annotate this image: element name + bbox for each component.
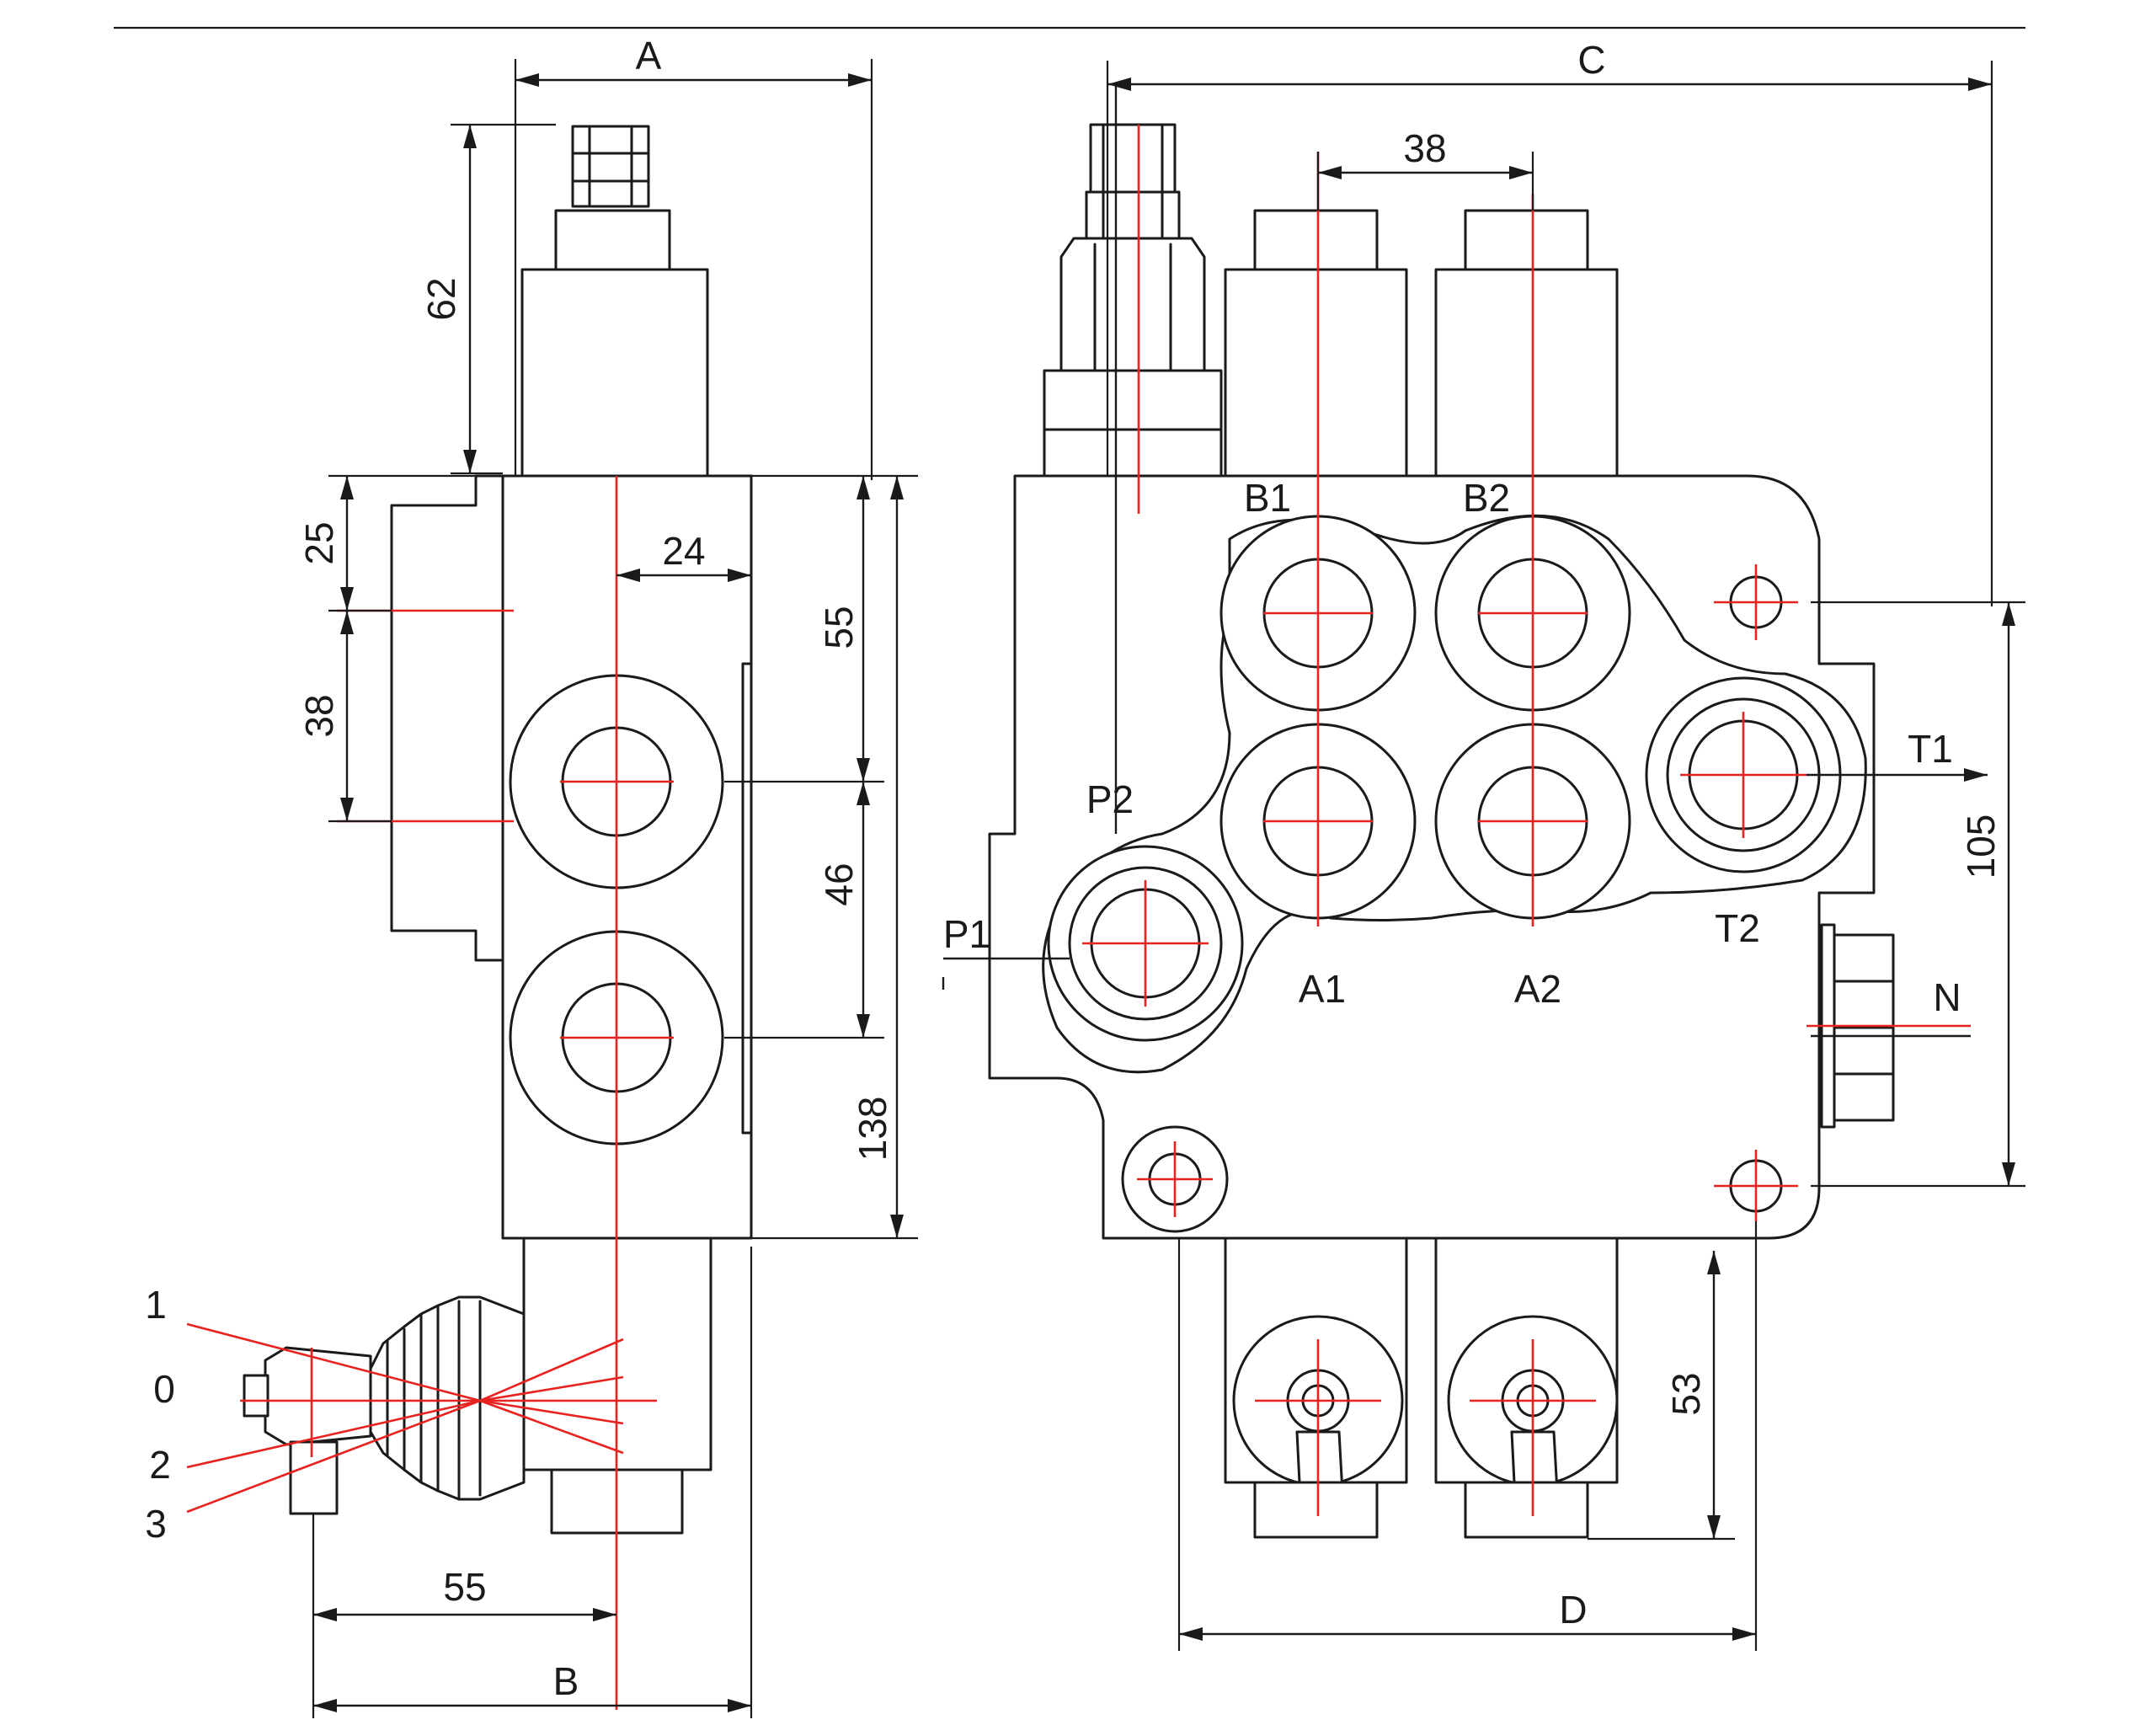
side-dimensions xyxy=(312,59,918,1718)
dim-62-label: 62 xyxy=(419,277,463,320)
dim-D-label: D xyxy=(1559,1588,1587,1632)
lever-boot xyxy=(243,1295,526,1515)
dim-B-label: B xyxy=(553,1659,579,1703)
port-B2-label: B2 xyxy=(1463,476,1510,520)
dim-53-label: 53 xyxy=(1664,1372,1708,1415)
port-N-plug xyxy=(1820,923,1895,1129)
dim-55-bottom-label: 55 xyxy=(443,1565,486,1609)
front-view xyxy=(988,123,1895,1539)
dim-138-label: 138 xyxy=(851,1097,894,1162)
port-P2-label: P2 xyxy=(1086,777,1134,821)
port-A2-label: A2 xyxy=(1514,967,1561,1011)
lever-position-0: 0 xyxy=(153,1367,175,1411)
front-labels: C 38 105 53 D B1 B2 A1 A2 P1 P2 T1 T2 N xyxy=(943,38,2003,1632)
dim-C-label: C xyxy=(1577,38,1605,82)
dim-46-label: 46 xyxy=(817,862,861,905)
side-left-plate xyxy=(390,474,504,962)
lever-position-1: 1 xyxy=(145,1283,167,1327)
front-relief-valve xyxy=(1043,123,1223,478)
port-P1-label: P1 xyxy=(943,912,990,956)
dim-38-side-label: 38 xyxy=(297,694,341,737)
port-T2-label: T2 xyxy=(1715,906,1760,950)
dim-55-side-label: 55 xyxy=(817,606,861,649)
dim-24-label: 24 xyxy=(662,529,705,573)
port-N-label: N xyxy=(1933,975,1961,1019)
dim-25-label: 25 xyxy=(297,521,341,564)
front-dimensions xyxy=(942,61,2025,1651)
front-cap-B2 xyxy=(1434,209,1619,478)
lever-position-2: 2 xyxy=(149,1443,171,1487)
front-centerlines xyxy=(1082,125,1971,1516)
dim-A-label: A xyxy=(636,34,662,77)
dim-38-top-label: 38 xyxy=(1403,126,1446,170)
side-relief-valve xyxy=(520,125,709,478)
lever-position-3: 3 xyxy=(145,1502,167,1546)
port-B1-label: B1 xyxy=(1244,476,1291,520)
front-cap-B1 xyxy=(1224,209,1408,478)
port-T1-label: T1 xyxy=(1908,727,1953,771)
port-A1-label: A1 xyxy=(1299,967,1346,1011)
side-view xyxy=(243,125,753,1535)
front-body xyxy=(988,474,1876,1240)
front-spool-cap-1 xyxy=(1224,1236,1408,1539)
dim-105-label: 105 xyxy=(1959,814,2003,879)
side-labels: A 62 25 38 24 55 46 138 55 B 1 0 2 3 xyxy=(145,34,894,1703)
front-spool-cap-2 xyxy=(1434,1236,1619,1539)
side-body-step xyxy=(741,474,753,1135)
